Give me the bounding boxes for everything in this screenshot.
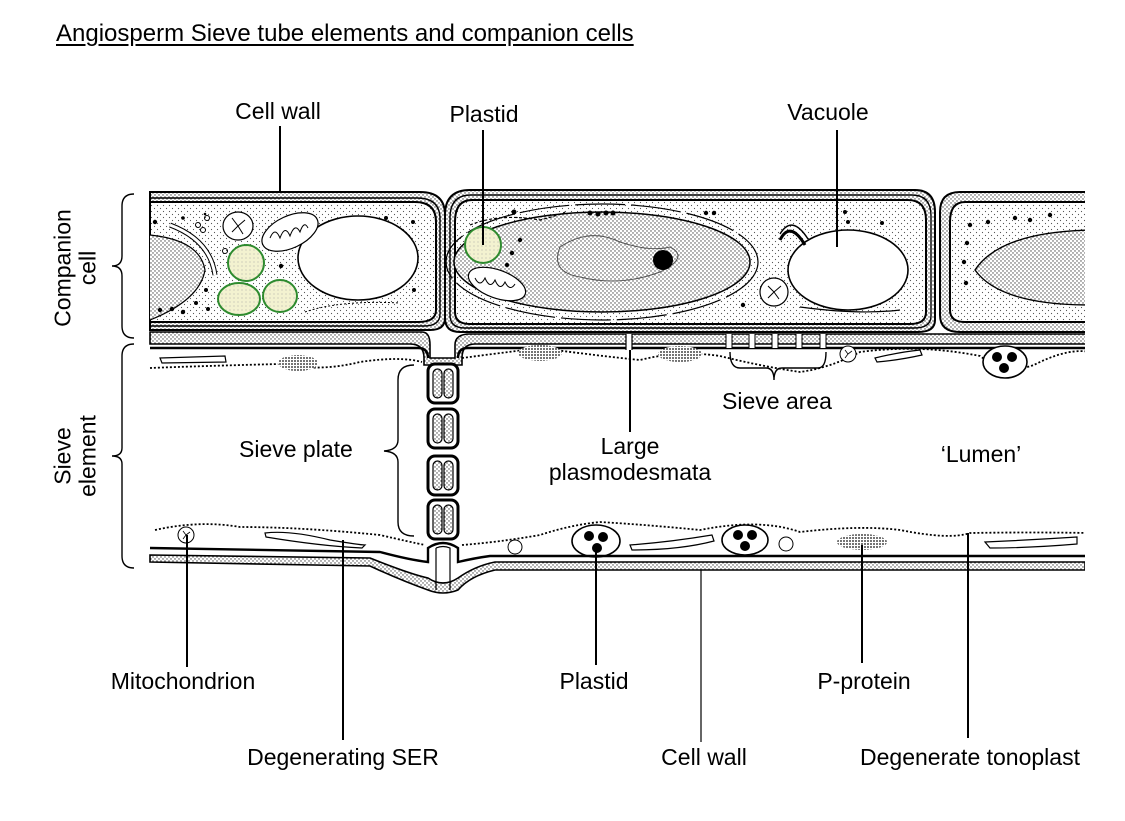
label-sieve-plate: Sieve plate (239, 436, 353, 462)
sieve-area-bracket (729, 351, 827, 381)
vacuole-left (297, 215, 419, 301)
lower-cell-wall (149, 541, 1085, 594)
label-vacuole: Vacuole (787, 99, 869, 125)
label-cell-wall-top: Cell wall (235, 98, 321, 124)
label-lumen: ‘Lumen’ (940, 441, 1022, 467)
p-protein (658, 346, 702, 362)
sieve-plate-segment (426, 454, 460, 497)
companion-cell-organelles-middle (445, 203, 909, 321)
plastid-green (262, 279, 298, 313)
plastid-green (227, 244, 265, 282)
plastid-sieve (982, 345, 1028, 379)
sieve-plate-segment (426, 407, 460, 450)
label-line: Large (600, 433, 660, 459)
region-label-line: cell (75, 250, 101, 286)
label-sieve-area: Sieve area (722, 388, 832, 414)
companion-cell-organelles-left (149, 211, 419, 321)
sieve-element-upper-contents (149, 345, 1085, 379)
label-cell-wall-bottom: Cell wall (661, 744, 747, 770)
mitochondrion (778, 536, 794, 552)
label-plastid-bottom: Plastid (559, 668, 629, 694)
sieve-area-pores (725, 334, 827, 348)
leader-lines (186, 126, 969, 742)
region-label-line: Companion (49, 209, 76, 327)
label-mitochondrion: Mitochondrion (110, 668, 256, 694)
region-label-sieve-element: Sieve element (49, 415, 102, 497)
sieve-plate (426, 362, 460, 541)
degenerating-ser (629, 534, 715, 551)
degenerating-ser (264, 531, 367, 549)
mitochondrion (507, 539, 523, 555)
region-label-line: Sieve (49, 427, 76, 485)
mitochondrion (261, 212, 319, 252)
p-protein (278, 355, 318, 371)
label-degenerate-tonoplast: Degenerate tonoplast (860, 744, 1080, 770)
sieve-plate-segment (426, 498, 460, 541)
sieve-element-lower-contents (154, 521, 1085, 558)
sieve-element-bracket (111, 343, 135, 569)
label-p-protein: P-protein (817, 668, 911, 694)
companion-cell-organelles-right (961, 212, 1085, 306)
label-large-plasmodesmata: Large plasmodesmata (549, 433, 711, 486)
region-label-line: element (75, 415, 101, 497)
sieve-plate-segment (426, 362, 460, 405)
nucleolus (653, 250, 673, 270)
plastid-green (217, 282, 261, 316)
brackets (111, 193, 827, 569)
label-degenerating-ser: Degenerating SER (247, 744, 439, 770)
shared-cell-wall (149, 331, 1085, 366)
label-line: plasmodesmata (548, 459, 712, 486)
degenerating-ser (159, 355, 227, 364)
p-protein (837, 534, 887, 550)
diagram-title: Angiosperm Sieve tube elements and compa… (56, 20, 634, 47)
region-label-companion-cell: Companion cell (49, 209, 102, 327)
degenerating-ser (874, 349, 923, 363)
label-plastid-top: Plastid (449, 101, 519, 127)
vacuole-middle (787, 229, 909, 311)
companion-cell-bracket (111, 193, 135, 339)
p-protein (518, 345, 562, 361)
degenerating-ser (983, 536, 1078, 549)
nucleus (453, 211, 751, 313)
sieve-plate-bracket (383, 364, 415, 537)
